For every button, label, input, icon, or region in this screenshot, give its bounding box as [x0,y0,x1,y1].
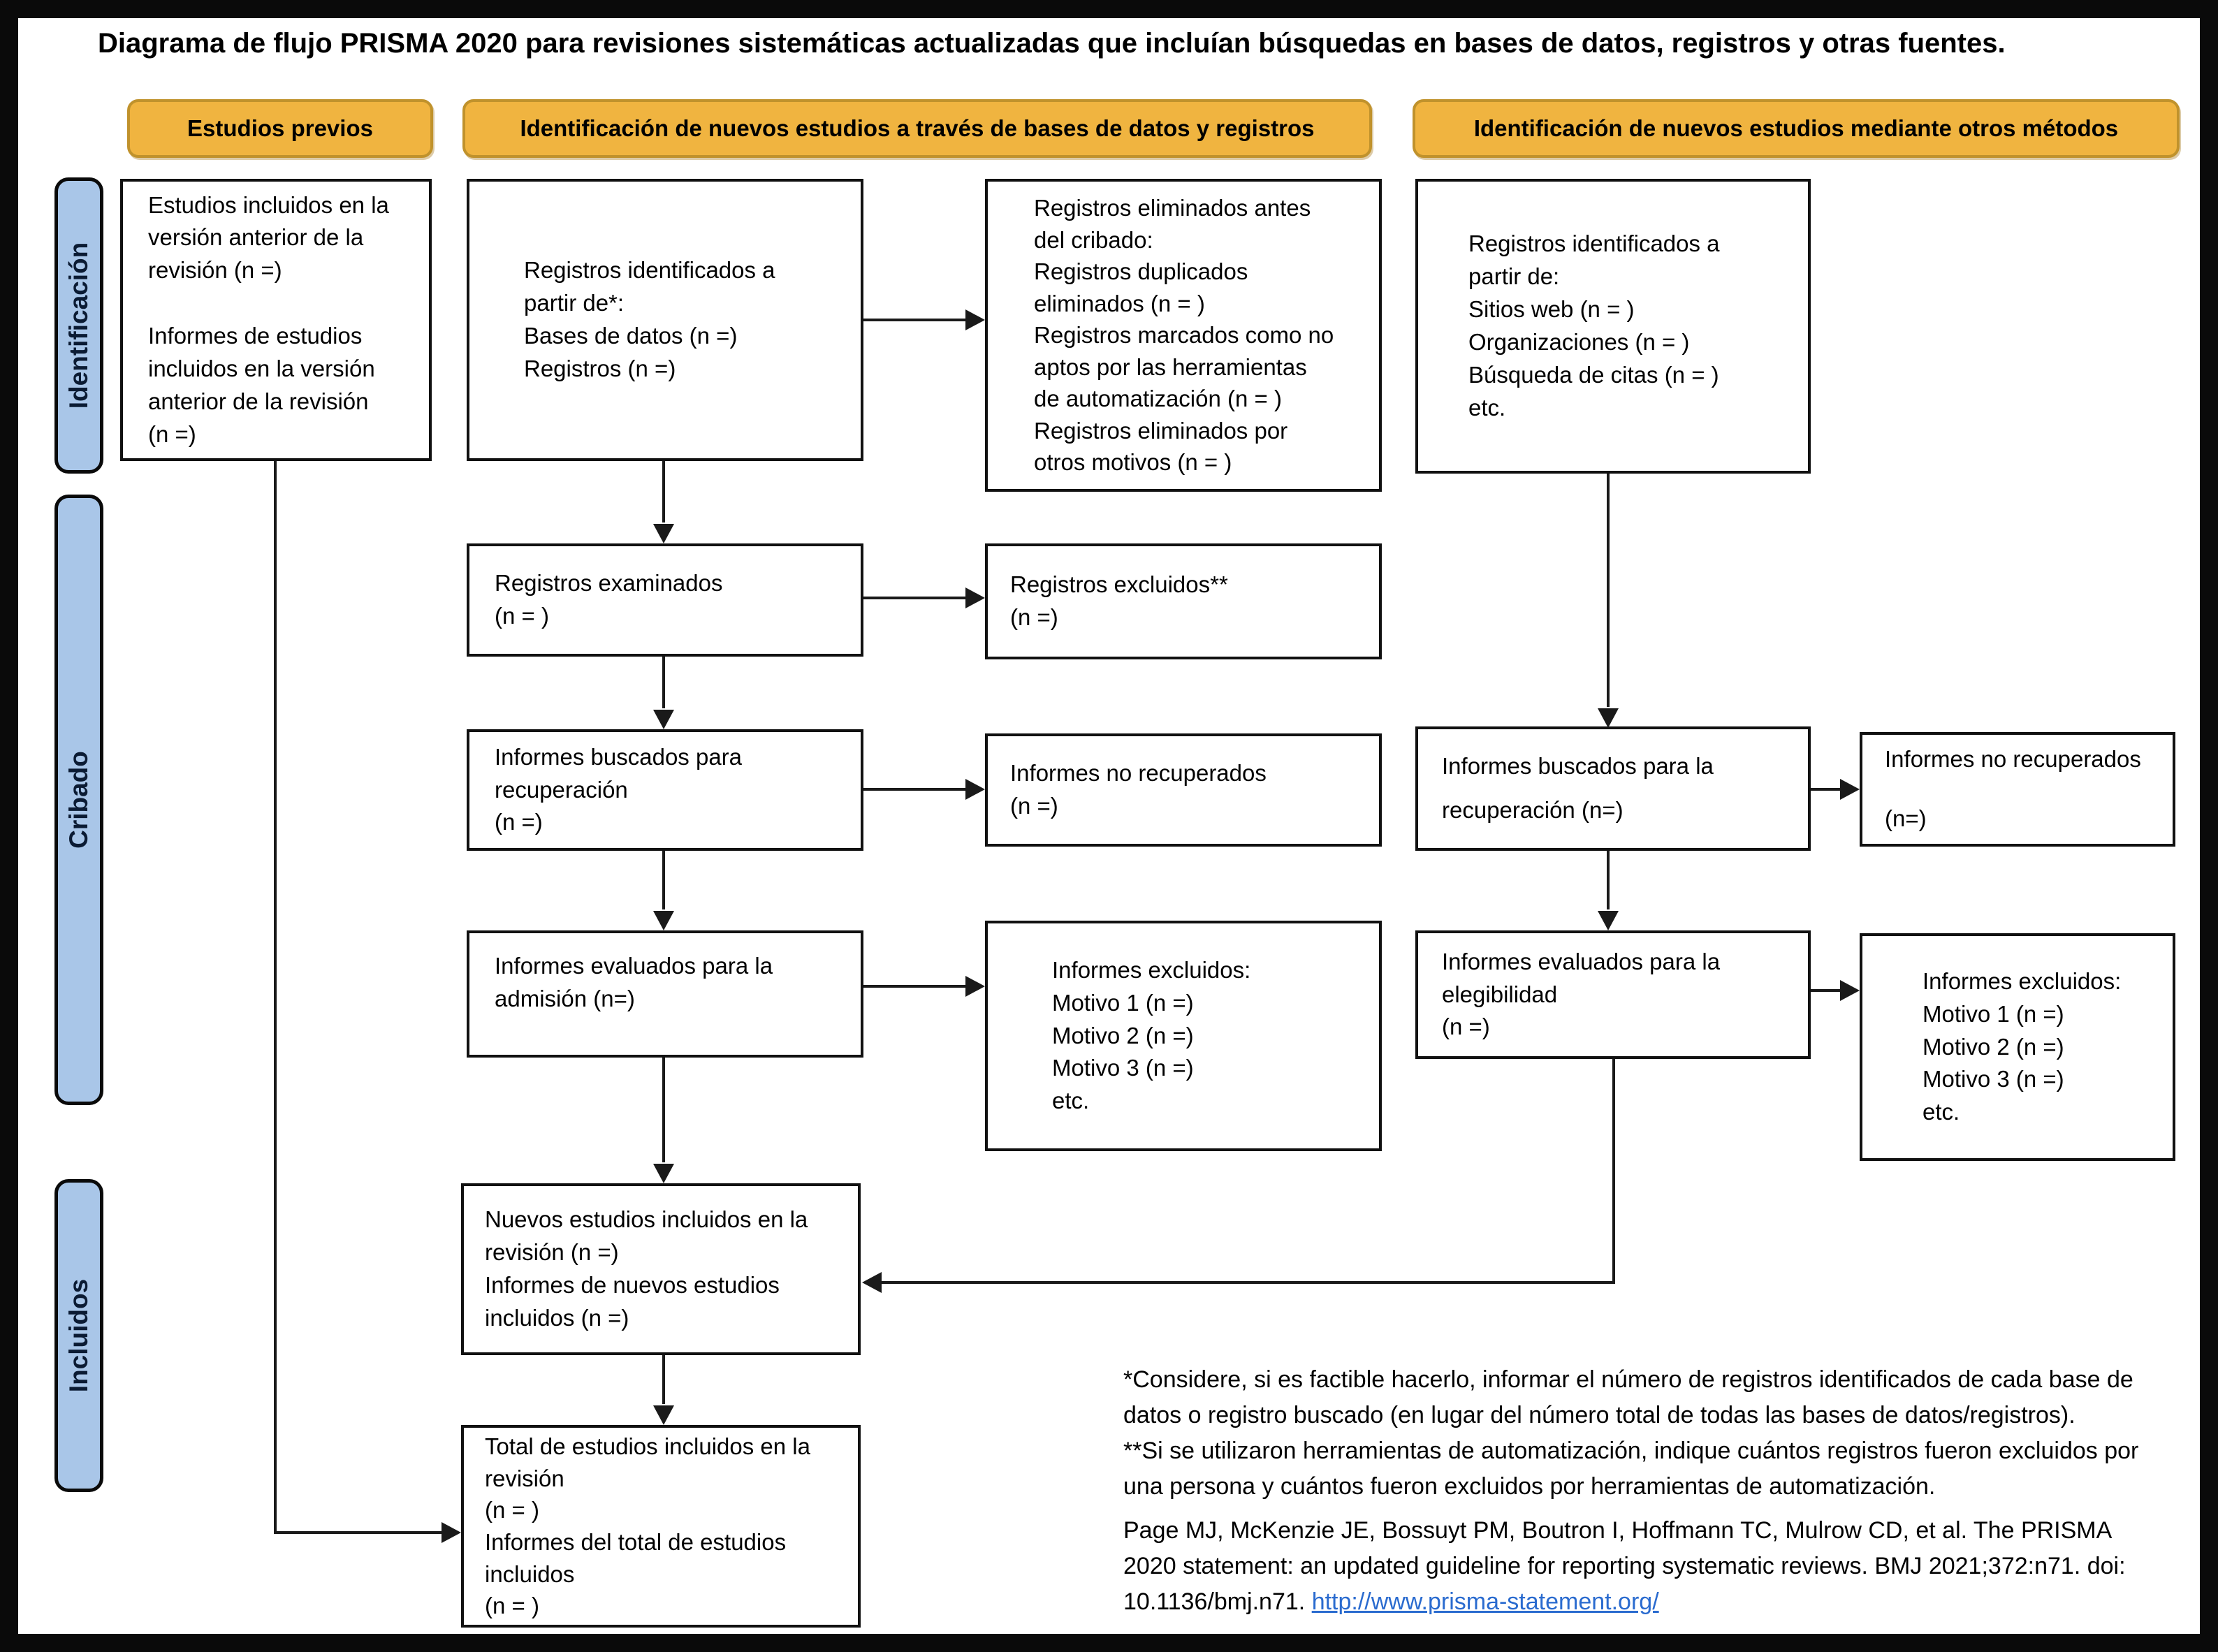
arrow-sought-to-notretrieved-head [965,779,985,800]
citation: Page MJ, McKenzie JE, Bossuyt PM, Boutro… [1123,1513,2192,1620]
box-new-studies-included: Nuevos estudios incluidos en la revisión… [461,1183,861,1355]
header-databases-registers: Identificación de nuevos estudios a trav… [462,99,1372,158]
box-reports-excluded: Informes excluidos: Motivo 1 (n =) Motiv… [985,921,1382,1151]
box-records-excluded: Registros excluidos** (n =) [985,543,1382,659]
citation-text: Page MJ, McKenzie JE, Bossuyt PM, Boutro… [1123,1517,2126,1615]
arrow-other-sought-to-assessed-line [1607,851,1610,909]
box-reports-sought-other: Informes buscados para la recuperación (… [1415,726,1811,851]
box-reports-sought: Informes buscados para recuperación (n =… [467,729,863,851]
stage-label-identification: Identificación [64,242,94,409]
arrow-screened-to-excluded-head [965,587,985,608]
arrow-sought-to-notretrieved-line [863,788,967,791]
page-title: Diagrama de flujo PRISMA 2020 para revis… [98,28,2006,59]
stage-bar-screening: Cribado [54,495,103,1105]
arrow-identified-to-removed-head [965,309,985,330]
box-records-identified: Registros identificados a partir de*: Ba… [467,179,863,461]
arrow-other-identified-to-sought-line [1607,474,1610,707]
header-previous-studies: Estudios previos [127,99,433,158]
footnotes: *Considere, si es factible hacerlo, info… [1123,1366,2139,1500]
prisma-statement-link[interactable]: http://www.prisma-statement.org/ [1311,1588,1659,1615]
arrow-new-to-total-head [653,1405,674,1425]
box-reports-not-retrieved: Informes no recuperados (n =) [985,733,1382,847]
arrow-other-assessed-to-excluded-head [1840,980,1860,1001]
stage-bar-identification: Identificación [54,177,103,474]
arrow-identified-to-removed-line [863,319,967,321]
arrow-new-to-total-line [662,1355,665,1404]
arrow-other-to-new-head [862,1272,882,1293]
stage-label-screening: Cribado [64,751,93,849]
arrow-other-assessed-to-excluded-line [1811,989,1841,992]
arrow-assessed-to-excluded-line [863,985,967,988]
arrow-other-sought-to-notretrieved-line [1811,788,1841,791]
box-reports-not-retrieved-other: Informes no recuperados (n=) [1860,732,2175,847]
box-records-screened: Registros examinados (n = ) [467,543,863,657]
stage-label-included: Incluidos [64,1278,93,1393]
box-reports-assessed-other: Informes evaluados para la elegibilidad … [1415,930,1811,1059]
arrow-previous-to-total-head [442,1522,461,1543]
arrow-identified-to-screened-head [653,524,674,543]
box-records-removed: Registros eliminados antes del cribado: … [985,179,1382,492]
stage-bar-included: Incluidos [54,1179,103,1492]
box-total-studies-included: Total de estudios incluidos en la revisi… [461,1425,861,1628]
arrow-identified-to-screened-line [662,461,665,522]
arrow-previous-to-total-horizontal [274,1531,443,1534]
arrow-other-to-new-vertical [1612,1059,1615,1284]
arrow-other-sought-to-assessed-head [1598,911,1619,930]
arrow-sought-to-assessed-line [662,851,665,909]
box-reports-excluded-other: Informes excluidos: Motivo 1 (n =) Motiv… [1860,933,2175,1161]
arrow-previous-to-total-vertical [274,461,277,1534]
arrow-assessed-to-new-line [662,1058,665,1162]
box-records-identified-other: Registros identificados a partir de: Sit… [1415,179,1811,474]
arrow-screened-to-excluded-line [863,597,967,599]
arrow-screened-to-sought-head [653,710,674,729]
box-reports-assessed: Informes evaluados para la admisión (n=) [467,930,863,1058]
arrow-other-sought-to-notretrieved-head [1840,779,1860,800]
arrow-other-identified-to-sought-head [1598,708,1619,728]
arrow-assessed-to-excluded-head [965,976,985,997]
arrow-screened-to-sought-line [662,657,665,708]
arrow-sought-to-assessed-head [653,911,674,930]
arrow-other-to-new-horizontal [880,1281,1615,1284]
arrow-assessed-to-new-head [653,1164,674,1183]
header-other-methods: Identificación de nuevos estudios median… [1413,99,2180,158]
box-previous-studies: Estudios incluidos en la versión anterio… [120,179,432,461]
